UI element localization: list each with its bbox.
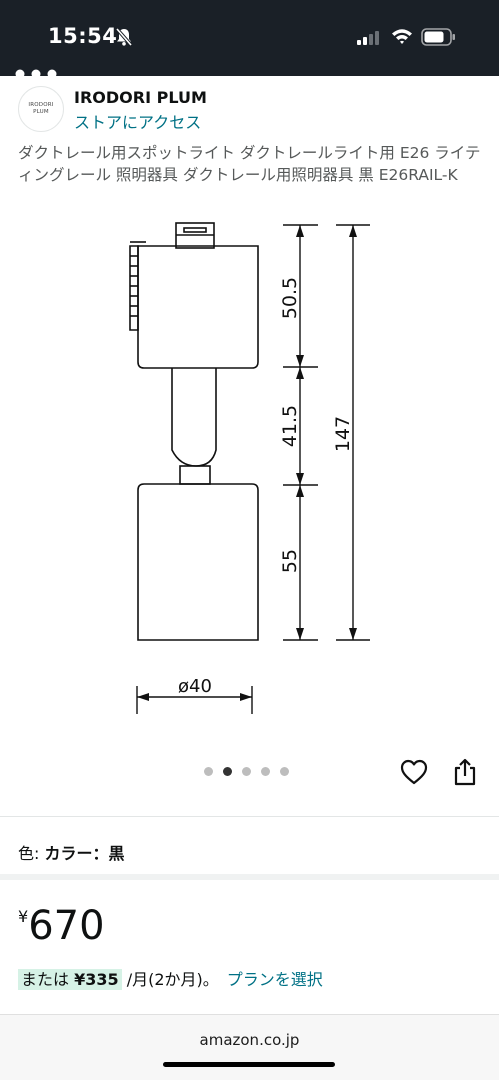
dimension-total-label: 147 — [332, 416, 354, 452]
cellular-signal-icon — [357, 31, 379, 45]
installment-prefix: または — [21, 970, 75, 989]
bell-slash-icon — [115, 27, 133, 47]
wifi-icon — [392, 29, 412, 44]
store-name[interactable]: IRODORI PLUM — [74, 88, 207, 107]
visit-store-link[interactable]: ストアにアクセス — [74, 113, 202, 132]
status-time: 15:54 — [48, 24, 118, 48]
product-dimension-diagram[interactable]: 50.5 41.5 55 147 ø40 — [0, 210, 499, 730]
domain-label[interactable]: amazon.co.jp — [199, 1031, 300, 1049]
dimension-lower-label: 55 — [279, 549, 301, 573]
carousel-dot[interactable] — [261, 767, 270, 776]
color-selection[interactable]: 色: カラー：黒 — [18, 840, 125, 864]
battery-icon — [421, 28, 455, 46]
store-logo[interactable]: IRODORI PLUM — [18, 86, 64, 132]
installment-info: または ¥335 /月(2か月)。プランを選択 — [18, 966, 323, 990]
price: ¥670 — [18, 903, 105, 949]
image-carousel-indicator[interactable] — [204, 767, 289, 776]
dimension-upper-label: 50.5 — [279, 277, 301, 319]
select-plan-link[interactable]: プランを選択 — [226, 970, 323, 989]
share-icon[interactable] — [453, 757, 477, 787]
installment-suffix: /月(2か月)。 — [121, 970, 219, 989]
carousel-dot[interactable] — [204, 767, 213, 776]
product-title: ダクトレール用スポットライト ダクトレールライト用 E26 ライティングレール … — [18, 144, 481, 184]
carousel-dot[interactable] — [242, 767, 251, 776]
section-divider — [0, 874, 499, 880]
price-value: 670 — [28, 903, 105, 949]
section-divider — [0, 816, 499, 817]
home-indicator — [163, 1062, 335, 1067]
carousel-dot-active[interactable] — [223, 767, 232, 776]
dimension-width-label: ø40 — [178, 676, 212, 697]
status-bar: 15:54 — [0, 0, 499, 78]
store-logo-text-1: IRODORI — [28, 102, 54, 108]
color-value: カラー：黒 — [44, 844, 125, 863]
price-currency: ¥ — [18, 907, 29, 926]
store-logo-text-2: PLUM — [33, 109, 49, 115]
installment-amount: ¥335 — [74, 970, 119, 989]
browser-address-bar[interactable]: amazon.co.jp — [0, 1014, 499, 1080]
carousel-dot[interactable] — [280, 767, 289, 776]
more-dots-icon[interactable] — [14, 68, 62, 78]
color-label: 色: — [18, 844, 45, 863]
dimension-middle-label: 41.5 — [279, 405, 301, 447]
heart-icon[interactable] — [400, 759, 428, 785]
installment-badge: または ¥335 — [18, 969, 122, 990]
